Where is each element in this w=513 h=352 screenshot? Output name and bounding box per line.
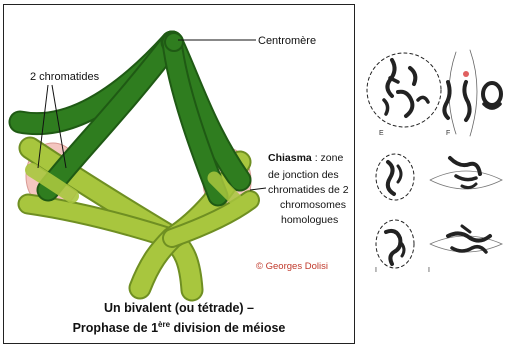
panel-f-spindle (444, 50, 501, 136)
panel-f-letter: F (446, 130, 450, 137)
panel-row3-right-letter: I (428, 267, 430, 274)
chiasma-rest: : zone (312, 152, 344, 164)
panel-e-letter: E (379, 130, 384, 137)
chiasma-line-4: homologues (281, 214, 338, 226)
centromere-label: Centromère (258, 35, 316, 47)
chiasma-line-2: chromatides de 2 (268, 184, 349, 196)
chiasma-definition: Chiasma : zone (268, 152, 343, 164)
chiasma-line-1: de jonction des (268, 169, 339, 181)
panel-row2-spindle (430, 158, 502, 189)
bivalent-illustration: Centromère 2 chromatides Chiasma : zone … (20, 33, 349, 335)
panel-e-nucleus (367, 53, 441, 127)
caption-line-1: Un bivalent (ou tétrade) – (104, 301, 254, 315)
panel-row2-nucleus (376, 154, 414, 200)
caption-line-2: Prophase de 1ère division de méiose (73, 320, 286, 335)
chiasma-title: Chiasma (268, 152, 312, 164)
dark-chromosome (20, 33, 240, 196)
panel-row3-nucleus (376, 220, 414, 268)
panel-row3-spindle (430, 226, 502, 252)
chiasma-pointer (250, 188, 266, 190)
credit-label: © Georges Dolisi (256, 261, 328, 272)
chiasma-line-3: chromosomes (280, 199, 346, 211)
panel-row3-left-letter: I (375, 267, 377, 274)
chromatids-label: 2 chromatides (30, 71, 100, 83)
micrograph-panels: E F I (367, 50, 502, 274)
